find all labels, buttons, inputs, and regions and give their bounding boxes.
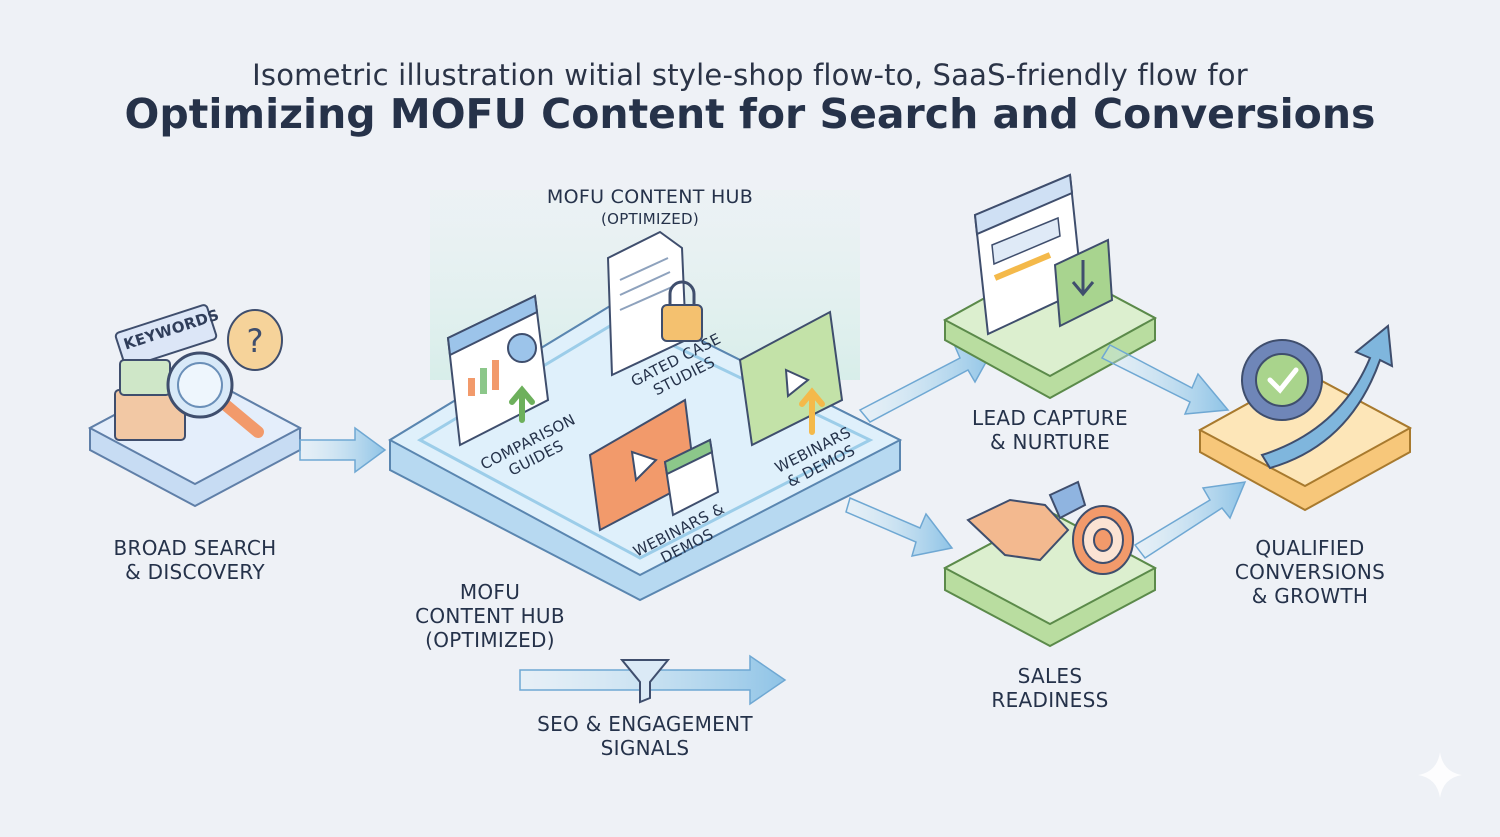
arrow-hub-to-sales bbox=[845, 496, 954, 557]
hub-bottom-line1: MOFU bbox=[459, 580, 521, 604]
webinar-video-icon bbox=[738, 310, 844, 447]
growth-arrow-icon bbox=[1260, 324, 1394, 470]
lead-capture-line2: & NURTURE bbox=[989, 430, 1111, 454]
broad-search-line2: & DISCOVERY bbox=[125, 560, 265, 584]
gear-check-icon bbox=[1241, 339, 1323, 421]
qualified-line1: QUALIFIED bbox=[1255, 536, 1365, 560]
hub-bottom-line2: CONTENT HUB bbox=[415, 604, 565, 628]
svg-text:?: ? bbox=[247, 322, 264, 360]
arrow-search-to-hub bbox=[299, 426, 387, 474]
seo-signals-line1: SEO & ENGAGEMENT bbox=[537, 712, 753, 736]
hub-top-label: MOFU CONTENT HUB (OPTIMIZED) bbox=[520, 186, 780, 230]
browser-form-icon bbox=[973, 173, 1084, 336]
sales-readiness-line2: READINESS bbox=[991, 688, 1109, 712]
target-icon bbox=[1072, 505, 1134, 575]
arrow-hub-to-lead bbox=[858, 343, 997, 423]
hub-top-line2: (OPTIMIZED) bbox=[600, 210, 700, 228]
arrow-lead-to-qualified bbox=[1100, 344, 1230, 415]
header-subtitle: Isometric illustration witial style-shop… bbox=[252, 58, 1248, 92]
sales-readiness-line1: SALES bbox=[1017, 664, 1083, 688]
qualified-label: QUALIFIED CONVERSIONS & GROWTH bbox=[1205, 536, 1415, 608]
calendar-icon bbox=[663, 438, 720, 517]
arrow-sales-to-qualified bbox=[1133, 481, 1247, 560]
lead-capture-label: LEAD CAPTURE & NURTURE bbox=[945, 406, 1155, 454]
qualified-line3: & GROWTH bbox=[1251, 584, 1369, 608]
sparkle-icon bbox=[1418, 752, 1462, 798]
lead-capture-line1: LEAD CAPTURE bbox=[972, 406, 1128, 430]
hub-top-line1: MOFU CONTENT HUB bbox=[546, 186, 754, 208]
comparison-chart-icon bbox=[446, 294, 550, 447]
seo-signals-label: SEO & ENGAGEMENT SIGNALS bbox=[520, 712, 770, 760]
search-magnifier-icon bbox=[114, 351, 264, 441]
question-bubble-icon: ? bbox=[227, 309, 283, 371]
broad-search-label: BROAD SEARCH & DISCOVERY bbox=[90, 536, 300, 584]
sales-readiness-label: SALES READINESS bbox=[945, 664, 1155, 712]
page-title: Optimizing MOFU Content for Search and C… bbox=[124, 90, 1376, 138]
qualified-line2: CONVERSIONS bbox=[1234, 560, 1386, 584]
broad-search-line1: BROAD SEARCH bbox=[113, 536, 277, 560]
funnel-icon bbox=[619, 659, 671, 704]
hub-bottom-line3: (OPTIMIZED) bbox=[425, 628, 555, 652]
hub-bottom-label: MOFU CONTENT HUB (OPTIMIZED) bbox=[390, 580, 590, 652]
seo-signals-line2: SIGNALS bbox=[600, 736, 690, 760]
document-lock-icon bbox=[606, 230, 703, 377]
handshake-icon bbox=[966, 480, 1087, 562]
keywords-tag-icon bbox=[114, 304, 218, 368]
download-icon bbox=[1053, 238, 1114, 328]
